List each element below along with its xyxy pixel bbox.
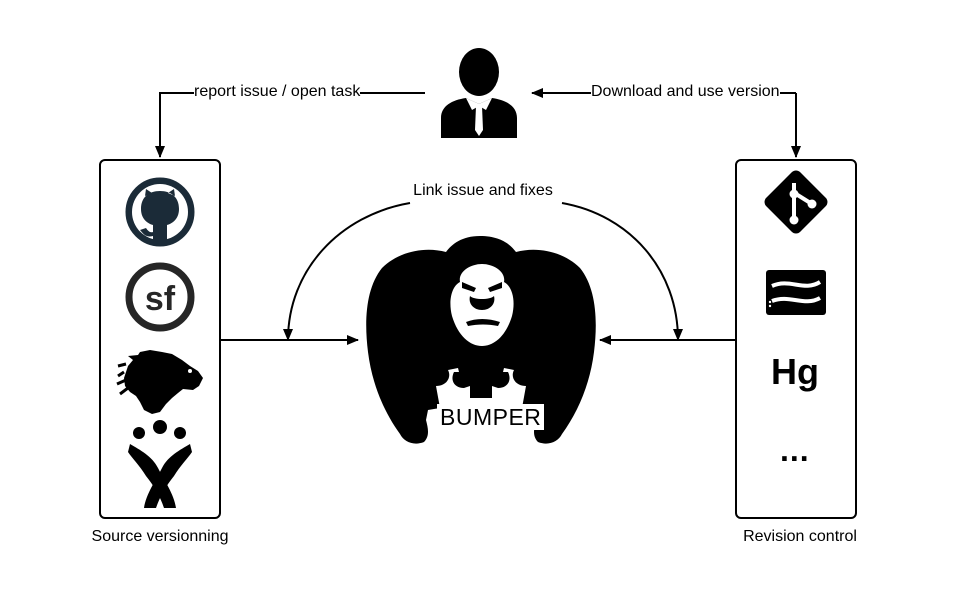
sourceforge-icon: sf <box>125 262 195 332</box>
svg-text:sf: sf <box>145 280 176 318</box>
user-icon <box>441 48 517 138</box>
bumper-wordmark: BUMPER <box>437 404 545 430</box>
link-issue-label: Link issue and fixes <box>413 182 553 200</box>
revision-panel <box>735 159 857 519</box>
subversion-icon <box>766 270 826 315</box>
bugzilla-icon <box>116 350 203 414</box>
link-curve-right <box>561 202 683 341</box>
download-version-label: Download and use version <box>591 83 780 101</box>
link-curve-left <box>283 202 411 341</box>
report-issue-label: report issue / open task <box>194 83 361 101</box>
source-versioning-label: Source versionning <box>91 528 229 546</box>
mercurial-label: Hg <box>771 351 819 392</box>
gorilla-icon <box>366 236 596 444</box>
revision-control-label: Revision control <box>743 528 857 546</box>
report-arrow <box>155 92 425 158</box>
jira-icon <box>128 420 192 508</box>
source-panel <box>99 159 221 519</box>
github-icon <box>125 177 195 247</box>
more-tools-label: ... <box>780 432 810 468</box>
git-icon <box>764 170 828 234</box>
bumper-name: BUMPER <box>437 404 545 430</box>
